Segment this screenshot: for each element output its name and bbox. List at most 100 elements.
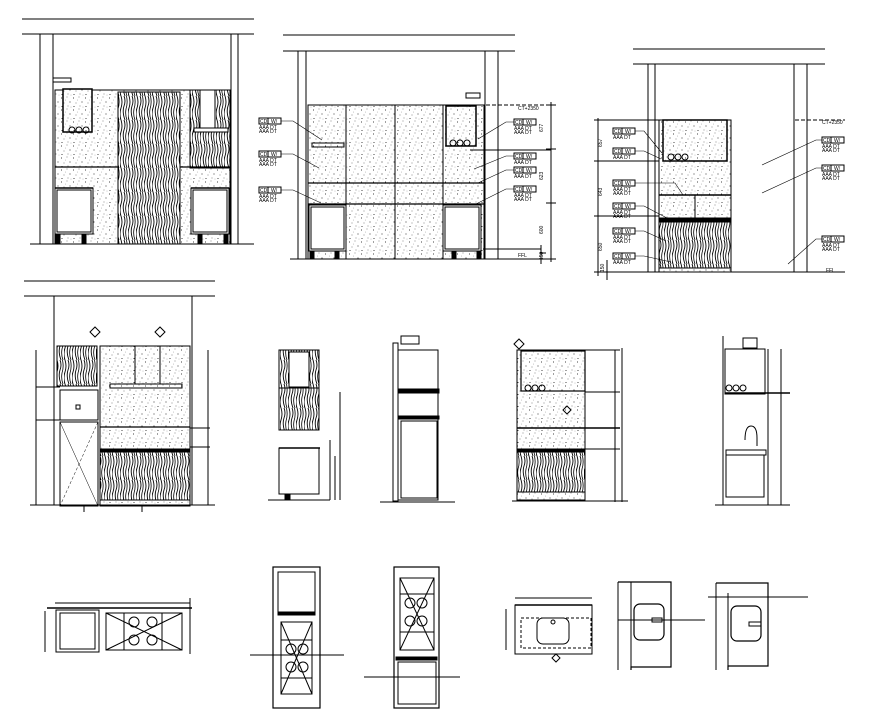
dimension-label: 600 [539,225,545,234]
svg-text:AAA DT: AAA DT [613,187,631,193]
svg-text:CD: CD [515,168,523,174]
svg-text:CD: CD [260,152,268,158]
elevation-a [22,18,254,245]
svg-text:AAA DT: AAA DT [514,193,532,199]
dimension-label: 677 [539,123,545,132]
svg-text:AAA DT: AAA DT [822,148,840,154]
section-e [268,349,341,501]
plan-1 [44,598,192,654]
svg-text:CD: CD [614,181,622,187]
svg-text:CD: CD [614,149,622,155]
svg-text:CD: CD [614,229,622,235]
ffl-label: FFL [826,268,835,274]
svg-text:AAA DT: AAA DT [613,135,631,141]
section-h [715,336,790,506]
svg-text:CD: CD [515,154,523,160]
svg-text:W/: W/ [625,181,632,187]
svg-text:AAA DT: AAA DT [613,191,631,197]
svg-text:AAA DT: AAA DT [259,158,277,164]
svg-text:W/: W/ [526,120,533,126]
svg-text:AAA DT: AAA DT [613,235,631,241]
svg-text:AAA DT: AAA DT [514,197,532,203]
plan-3 [364,566,460,709]
svg-text:CD: CD [614,129,622,135]
svg-text:AAA DT: AAA DT [613,210,631,216]
svg-text:W/: W/ [271,152,278,158]
svg-text:CD: CD [260,188,268,194]
svg-text:AAA DT: AAA DT [613,239,631,245]
elevation-g [512,338,628,502]
svg-text:W/: W/ [526,168,533,174]
svg-text:AAA DT: AAA DT [514,174,532,180]
dimension-label: 643 [598,187,604,196]
svg-text:W/: W/ [271,188,278,194]
svg-text:CD: CD [614,254,622,260]
svg-text:AAA DT: AAA DT [259,194,277,200]
svg-text:AAA DT: AAA DT [822,247,840,253]
plan-4 [505,597,593,663]
svg-text:AAA DT: AAA DT [259,129,277,135]
elevation-b [283,34,556,264]
plan-6 [708,582,808,670]
svg-text:CD: CD [823,237,831,243]
svg-text:W/: W/ [625,229,632,235]
svg-text:W/: W/ [625,129,632,135]
svg-text:W/: W/ [625,204,632,210]
svg-text:CD: CD [515,120,523,126]
dimension-label: 150 [600,263,606,272]
dimension-label: 650 [598,242,604,251]
svg-text:AAA DT: AAA DT [822,172,840,178]
svg-text:W/: W/ [526,154,533,160]
svg-text:W/: W/ [526,187,533,193]
elevation-b-labels: CT+2350 677 623 600 150 FFL [518,106,545,260]
elevation-d [24,280,215,512]
svg-text:AAA DT: AAA DT [259,162,277,168]
svg-text:AAA DT: AAA DT [514,160,532,166]
svg-text:CD: CD [515,187,523,193]
svg-text:AAA DT: AAA DT [822,144,840,150]
dimension-label: 623 [539,171,545,180]
ffl-label: FFL [518,253,527,259]
section-f [380,335,455,503]
elevation-c [594,48,845,280]
plan-2 [250,566,344,709]
svg-text:W/: W/ [271,119,278,125]
svg-text:AAA DT: AAA DT [514,126,532,132]
level-label: CT+2350 [518,106,539,112]
svg-text:W/: W/ [625,149,632,155]
svg-text:AAA DT: AAA DT [259,125,277,131]
svg-text:CD: CD [823,166,831,172]
svg-text:CD: CD [823,138,831,144]
svg-text:W/: W/ [625,254,632,260]
level-label: CT+2350 [822,120,843,126]
svg-text:W/: W/ [834,237,841,243]
dimension-label: 657 [598,138,604,147]
svg-text:AAA DT: AAA DT [259,198,277,204]
svg-text:AAA DT: AAA DT [822,176,840,182]
svg-text:AAA DT: AAA DT [613,260,631,266]
svg-text:AAA DT: AAA DT [514,130,532,136]
svg-text:AAA DT: AAA DT [822,243,840,249]
svg-text:AAA DT: AAA DT [613,214,631,220]
svg-text:CD: CD [614,204,622,210]
svg-text:CD: CD [260,119,268,125]
dimension-label: 150 [539,251,545,260]
svg-text:W/: W/ [834,138,841,144]
